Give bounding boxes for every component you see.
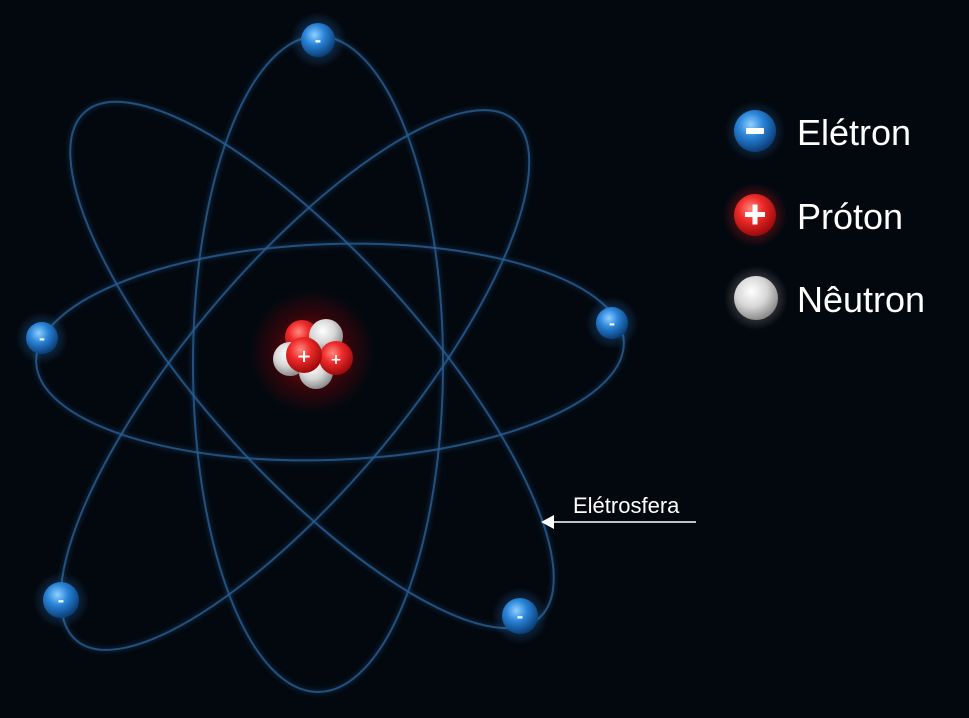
- electron-sign: -: [39, 330, 45, 348]
- electrons: - - - - -: [16, 12, 638, 644]
- plus-icon-v: [752, 204, 758, 225]
- electron-sign: -: [58, 591, 65, 610]
- electron-right: -: [586, 297, 638, 349]
- legend-label-proton: Próton: [797, 196, 903, 237]
- proton: [286, 337, 322, 373]
- nucleus: + +: [250, 290, 374, 414]
- proton-sign: +: [296, 346, 311, 367]
- arrow-left-icon: [541, 515, 554, 529]
- electrosphere-label: Elétrosfera: [573, 493, 680, 518]
- proton: [319, 341, 353, 375]
- legend-item-electron: Elétron: [725, 101, 911, 161]
- orbit-diagonal-b: [58, 107, 532, 653]
- electron-top: -: [290, 12, 346, 68]
- electron-sign: -: [517, 607, 524, 626]
- proton-sign: +: [330, 352, 342, 368]
- legend-item-proton: Próton: [723, 183, 903, 247]
- legend-label-neutron: Nêutron: [797, 279, 925, 320]
- electron-left: -: [16, 312, 68, 364]
- electron-sign: -: [315, 31, 322, 50]
- minus-icon: [746, 128, 764, 134]
- electron-sign: -: [609, 315, 615, 333]
- electron-bottom-left: -: [33, 572, 89, 628]
- legend-label-electron: Elétron: [797, 112, 911, 153]
- legend-item-neutron: Nêutron: [724, 266, 925, 330]
- electrosphere-annotation: Elétrosfera: [541, 493, 696, 529]
- neutron-icon: [734, 276, 778, 320]
- legend: Elétron Próton Nêutron: [723, 101, 925, 330]
- electron-bottom-right: -: [492, 588, 548, 644]
